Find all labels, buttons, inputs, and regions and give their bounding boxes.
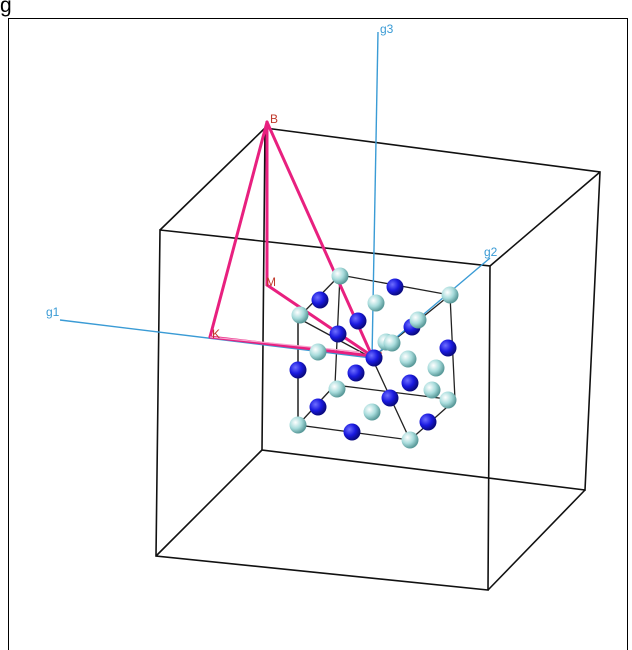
outer-cube-back-face [261, 127, 601, 491]
top-label-text: g [0, 0, 12, 17]
atom-light [289, 416, 307, 434]
atom-dark [401, 374, 419, 392]
atom-light [427, 359, 445, 377]
atom-light [331, 267, 349, 285]
path-light [209, 336, 361, 353]
atom-light [367, 294, 385, 312]
atom-light [423, 381, 441, 399]
outer-cube-edge [159, 127, 266, 231]
reciprocal-axes [59, 31, 491, 359]
atom-light [409, 311, 427, 329]
atom-light [441, 286, 459, 304]
atom-dark [311, 291, 329, 309]
atom-light [383, 334, 401, 352]
point-label-M: M [266, 275, 276, 289]
atom-dark [289, 361, 307, 379]
atom-dark [419, 413, 437, 431]
atom-light [328, 380, 346, 398]
outer-cube-edge [155, 449, 263, 557]
atom-light [363, 403, 381, 421]
atom-dark [349, 312, 367, 330]
atom-light [401, 431, 419, 449]
atom-light [399, 350, 417, 368]
axis-label-g2: g2 [484, 245, 498, 259]
axis-label-g3: g3 [380, 22, 394, 36]
point-label-B: B [270, 112, 278, 126]
axis-label-g1: g1 [46, 305, 60, 319]
atom-light [309, 343, 327, 361]
atom-dark [365, 349, 383, 367]
atom-dark [329, 325, 347, 343]
atom-light [291, 306, 309, 324]
atom-dark [381, 389, 399, 407]
atom-dark [386, 278, 404, 296]
outer-cube-edge [487, 489, 586, 591]
atom-dark [309, 398, 327, 416]
atom-light [439, 391, 457, 409]
point-label-K: K [212, 327, 220, 341]
viewport-frame [8, 18, 628, 650]
atom-dark [439, 339, 457, 357]
outer-cube-edge [489, 171, 601, 267]
atom-dark [347, 364, 365, 382]
atoms [289, 267, 459, 449]
atom-dark [343, 423, 361, 441]
